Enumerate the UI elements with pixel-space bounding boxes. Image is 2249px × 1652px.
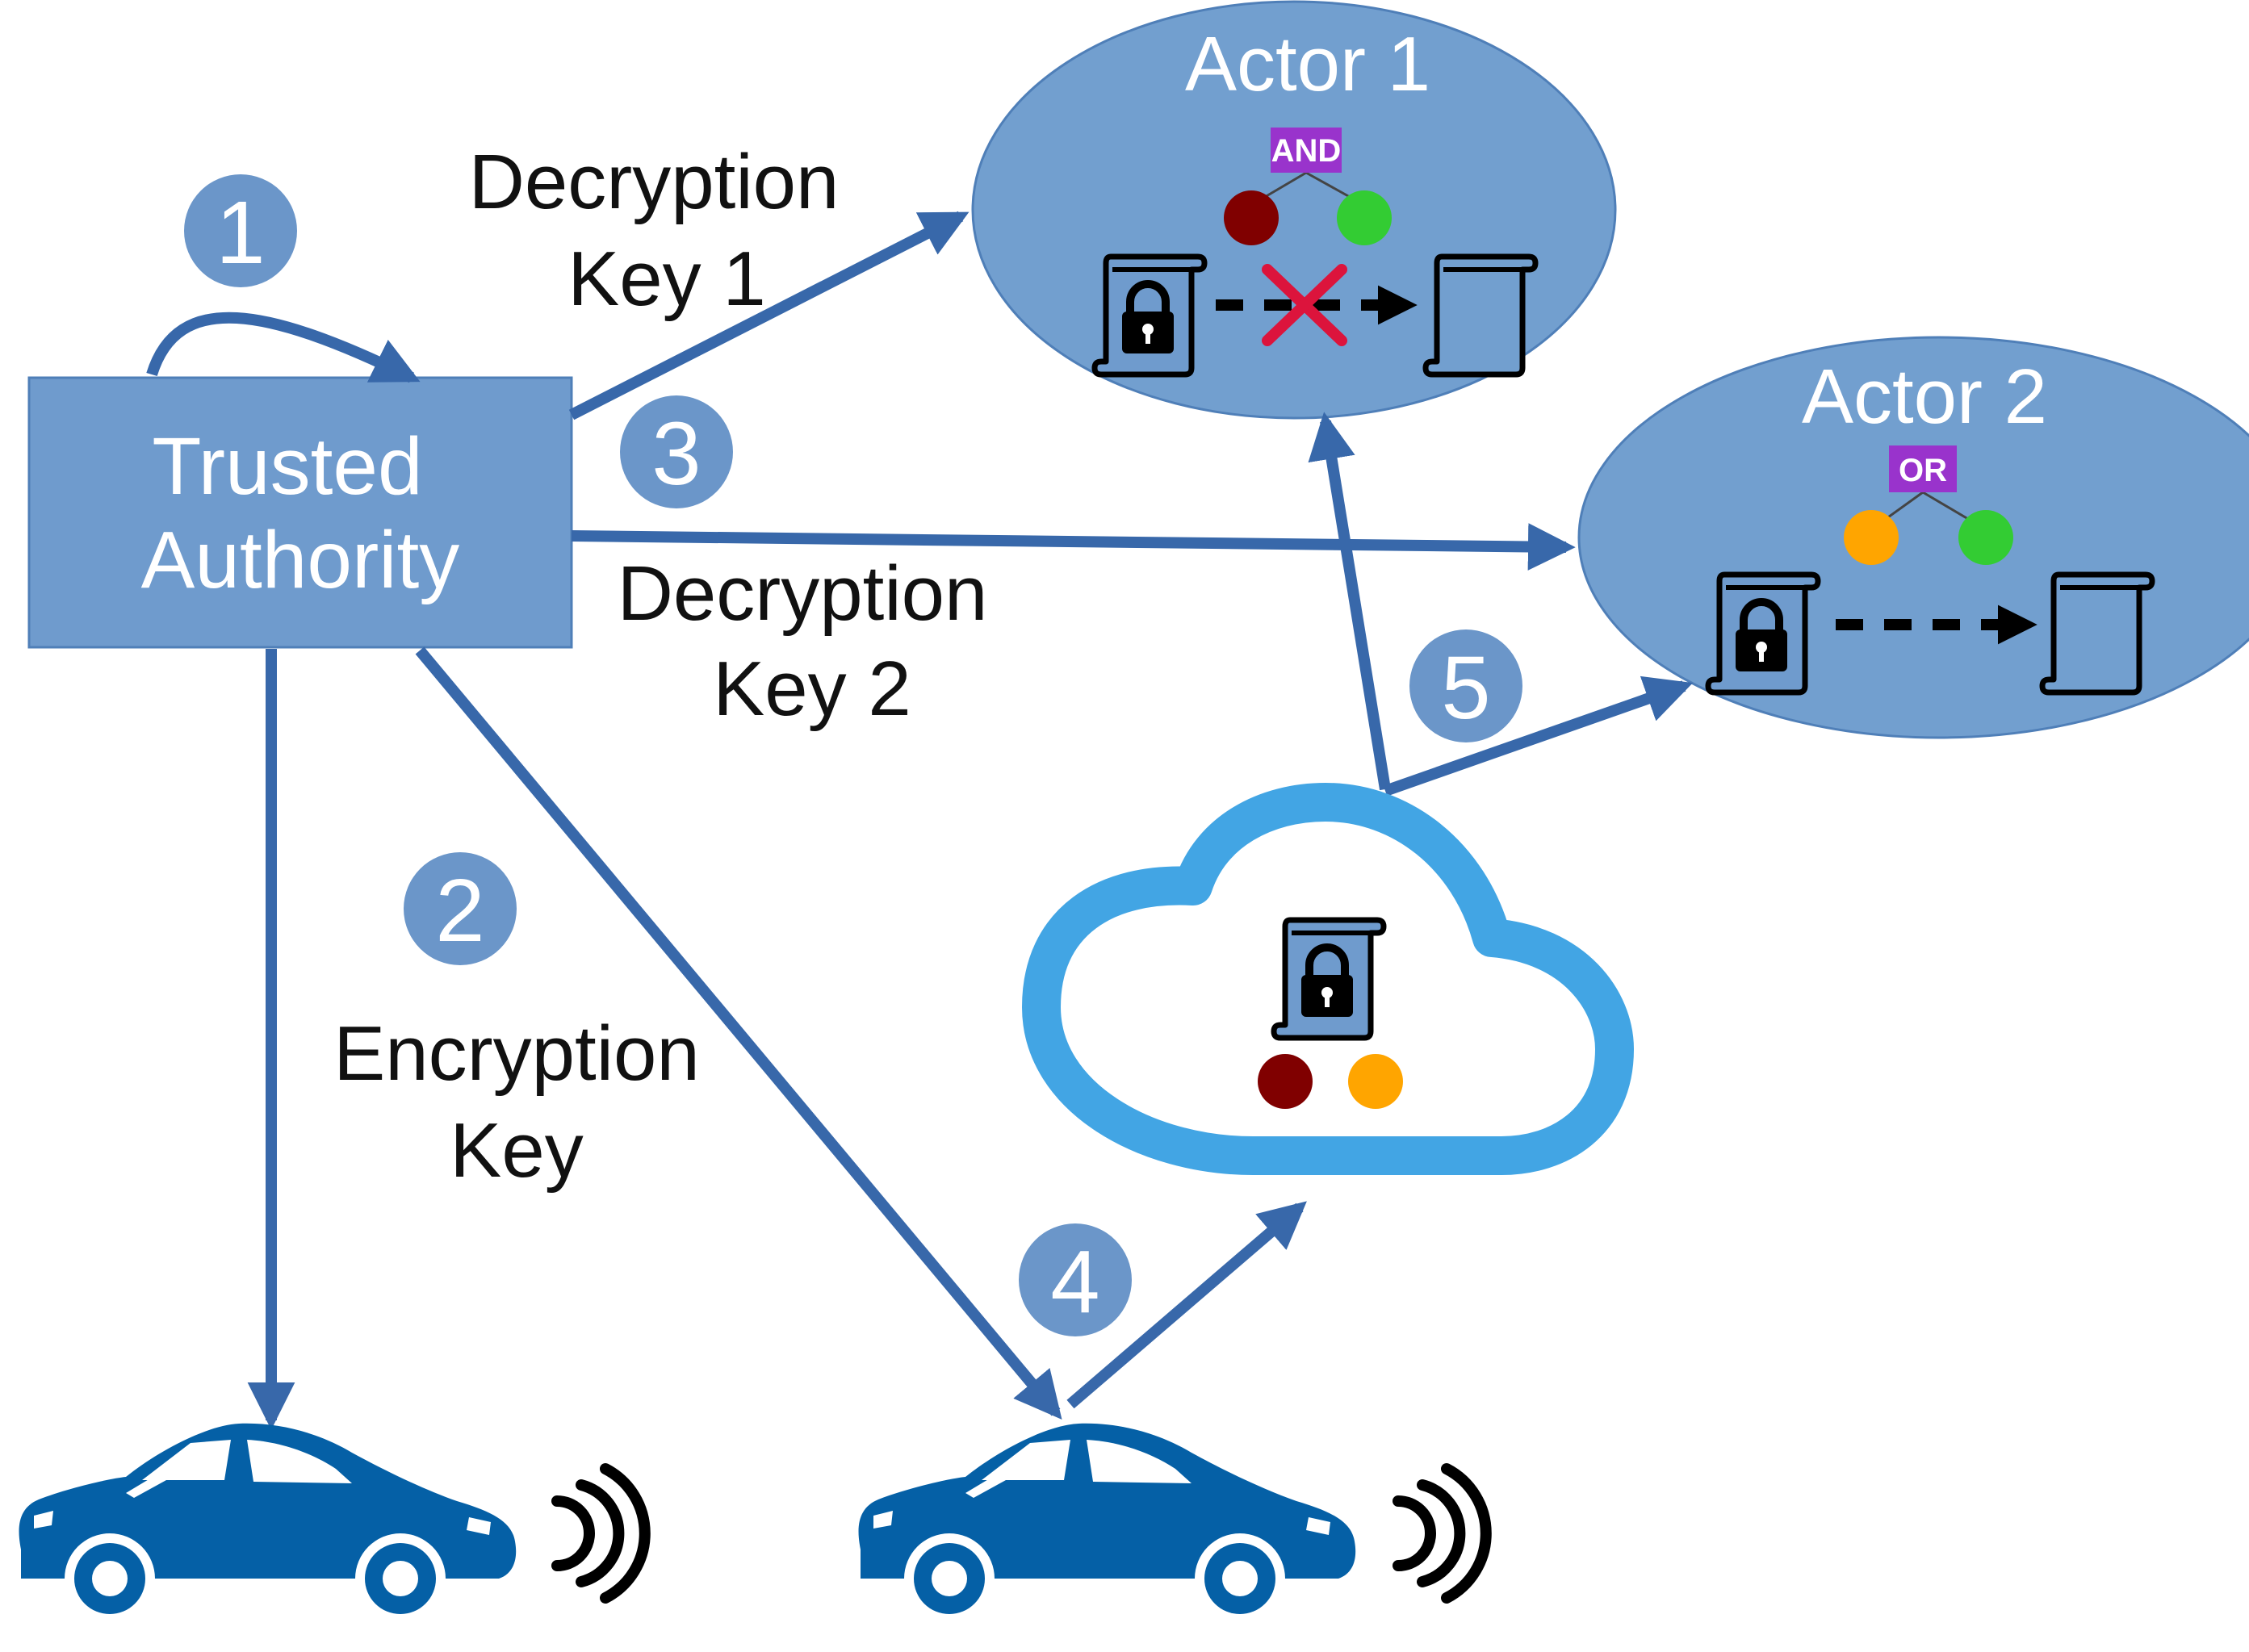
car-1-wireless-signal-icon — [557, 1469, 645, 1598]
step-4-badge: 4 — [1019, 1223, 1132, 1336]
actor-1-attribute-dark-red — [1224, 190, 1279, 245]
encryption-key-line2: Key — [450, 1107, 583, 1194]
encryption-key-line1: Encryption — [333, 1010, 700, 1097]
decryption-key-2-line2: Key 2 — [713, 646, 911, 732]
trusted-authority-box — [27, 376, 573, 649]
step-1-number: 1 — [216, 183, 265, 282]
arrow-step-1 — [146, 312, 421, 383]
decryption-key-2-line1: Decryption — [618, 550, 988, 637]
step-2-badge: 2 — [404, 852, 517, 965]
decryption-key-1-line2: Key 1 — [567, 236, 765, 322]
step-2-number: 2 — [435, 861, 484, 960]
car-2-wireless-signal-icon — [1398, 1469, 1486, 1598]
arrow-decryption-key-2 — [571, 523, 1576, 571]
arrow-step-5-to-actor-2 — [1383, 675, 1694, 797]
actor-2-locked-document-icon — [1708, 575, 1818, 692]
step-5-badge: 5 — [1409, 629, 1522, 742]
arrow-encryption-key-diagonal — [415, 646, 1062, 1420]
cloud-attribute-dark-red — [1258, 1054, 1313, 1109]
step-3-badge: 3 — [620, 395, 733, 508]
step-5-number: 5 — [1441, 638, 1490, 738]
actor-1-gate-label: AND — [1271, 133, 1342, 169]
actor-2-attribute-orange — [1844, 510, 1899, 565]
car-1-icon — [19, 1423, 517, 1624]
actor-2-gate-badge — [1889, 445, 1957, 492]
actor-1-attribute-green — [1337, 190, 1392, 245]
actor-1-gate-badge — [1271, 128, 1342, 173]
arrow-step-5-to-actor-1 — [1308, 412, 1391, 791]
actor-1-document-icon — [1426, 257, 1535, 374]
trusted-authority-line1: Trusted — [152, 421, 422, 512]
actor-1-title: Actor 1 — [1185, 21, 1430, 107]
step-3-number: 3 — [651, 404, 701, 504]
actor-2-document-icon — [2042, 575, 2152, 692]
actor-2-attribute-green — [1958, 510, 2013, 565]
arrow-step-4-upload — [1066, 1201, 1307, 1409]
actor-1-locked-document-icon — [1095, 257, 1204, 374]
cloud-attribute-orange — [1348, 1054, 1403, 1109]
decryption-key-1-line1: Decryption — [469, 139, 840, 225]
step-1-badge: 1 — [184, 174, 297, 287]
actor-2-title: Actor 2 — [1802, 353, 2047, 440]
cross-icon — [1262, 264, 1347, 346]
trusted-authority-line2: Authority — [141, 515, 460, 605]
car-2-icon — [858, 1423, 1356, 1624]
cloud-locked-document-icon — [1274, 920, 1384, 1038]
actor-2-gate-label: OR — [1899, 453, 1947, 488]
step-4-number: 4 — [1050, 1232, 1099, 1332]
arrow-decryption-key-1 — [568, 211, 970, 420]
